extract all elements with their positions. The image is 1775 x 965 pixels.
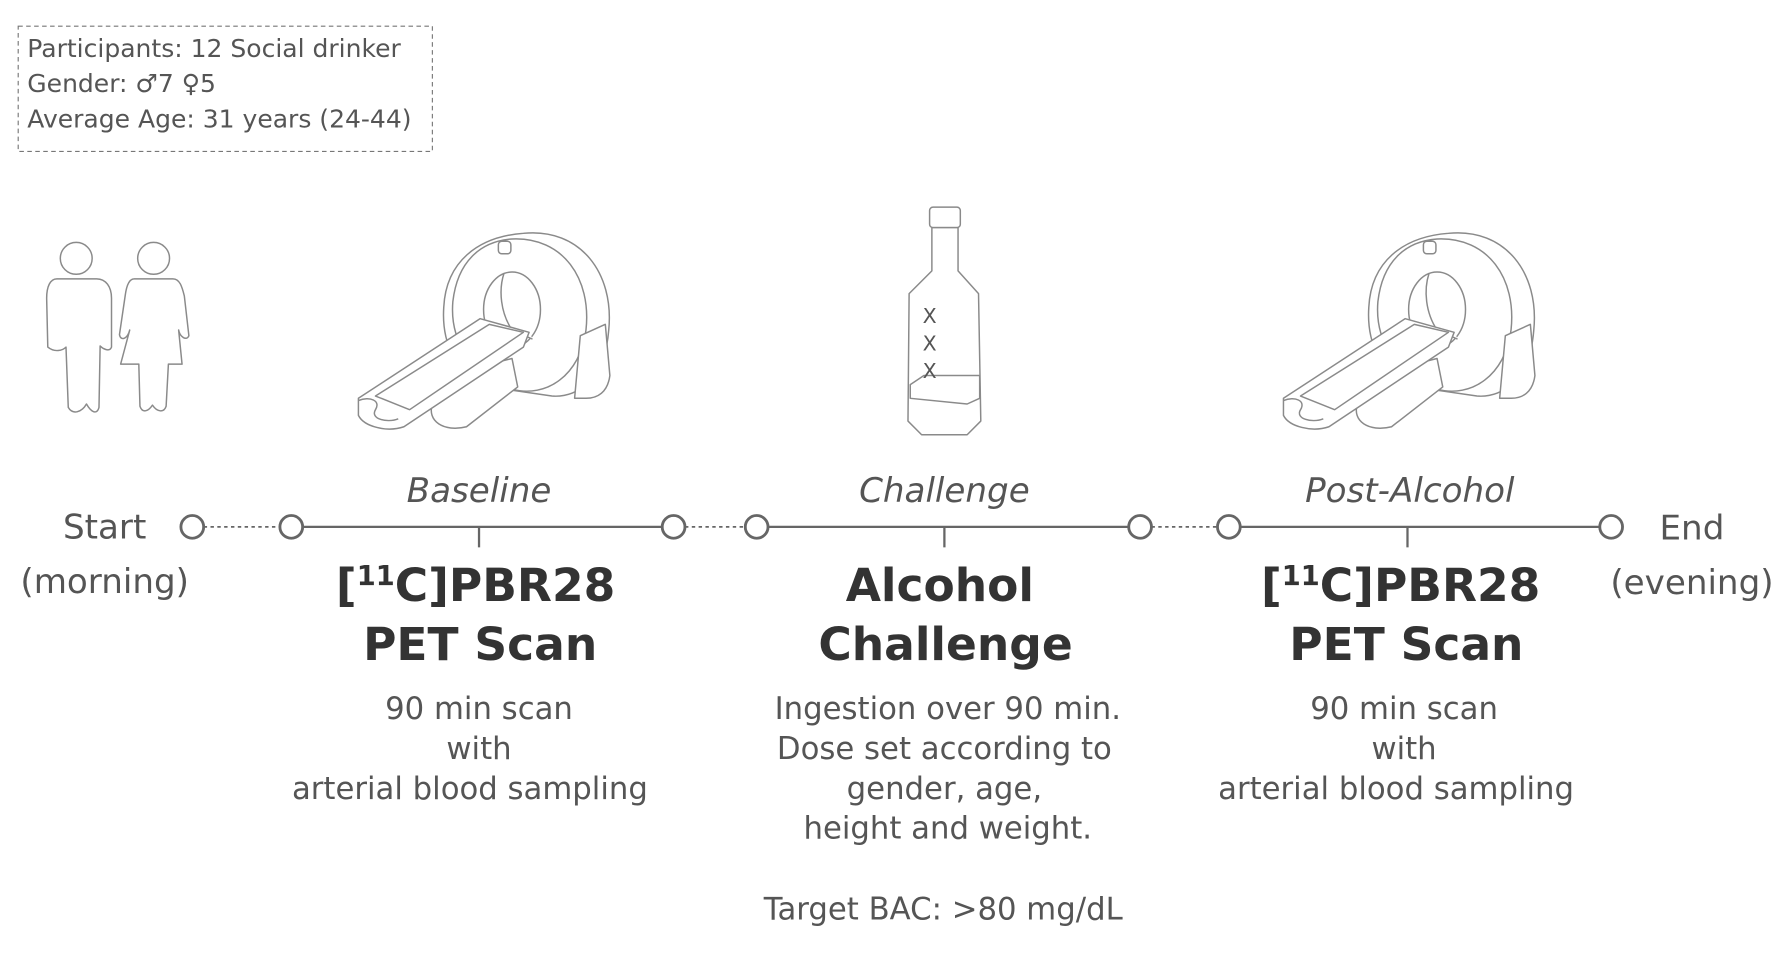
stage-desc: Ingestion over 90 min. bbox=[775, 691, 1121, 727]
end-label: End bbox=[1660, 508, 1725, 548]
stage-desc: 90 min scan bbox=[1310, 691, 1498, 727]
stage-desc: with bbox=[446, 731, 511, 767]
pet-scanner-icon-baseline bbox=[357, 232, 611, 430]
phase-label: Baseline bbox=[407, 471, 552, 511]
participants-icon bbox=[45, 241, 190, 413]
stage-desc: gender, age, bbox=[847, 771, 1042, 807]
bottle-mark: X bbox=[923, 359, 937, 383]
stage-desc: 90 min scan bbox=[385, 691, 573, 727]
stage-title: Alcohol bbox=[846, 559, 1034, 612]
stage-challenge: Challenge Alcohol Challenge Ingestion ov… bbox=[763, 471, 1123, 928]
phase-label: Post-Alcohol bbox=[1305, 471, 1515, 511]
stage-desc: with bbox=[1371, 731, 1436, 767]
stage-title-line2: PET Scan bbox=[363, 618, 597, 671]
timeline-node bbox=[1216, 514, 1242, 540]
timeline-node bbox=[278, 514, 305, 540]
stage-desc: Dose set according to bbox=[777, 731, 1112, 767]
participant-info-box: Participants: 12 Social drinker Gender: … bbox=[17, 25, 433, 152]
stage-title: [11C]PBR28 bbox=[336, 559, 615, 612]
phase-label: Challenge bbox=[859, 471, 1030, 511]
timeline bbox=[179, 514, 1624, 548]
start-sublabel: (morning) bbox=[20, 562, 189, 602]
bottle-mark: X bbox=[923, 304, 937, 328]
pet-scanner-icon-post bbox=[1282, 232, 1536, 430]
stage-title: [11C]PBR28 bbox=[1261, 559, 1540, 612]
timeline-node-end bbox=[1598, 514, 1624, 540]
start-label: Start bbox=[63, 507, 146, 547]
timeline-node-start bbox=[179, 514, 206, 540]
timeline-node bbox=[660, 514, 687, 540]
target-bac: Target BAC: >80 mg/dL bbox=[763, 891, 1123, 927]
participants-text: Participants: 12 Social drinker bbox=[27, 34, 401, 63]
gender-text: Gender: ♂7 ♀5 bbox=[27, 69, 216, 98]
stage-post-alcohol: Post-Alcohol [11C]PBR28 PET Scan 90 min … bbox=[1218, 471, 1574, 807]
stage-title-line2: Challenge bbox=[818, 618, 1072, 671]
timeline-node bbox=[1127, 514, 1153, 540]
stage-desc: arterial blood sampling bbox=[292, 771, 648, 807]
stage-desc: arterial blood sampling bbox=[1218, 771, 1574, 807]
stage-title-line2: PET Scan bbox=[1289, 618, 1523, 671]
bottle-mark: X bbox=[923, 332, 937, 356]
alcohol-bottle-icon: X X X bbox=[907, 206, 982, 436]
stage-baseline: Baseline [11C]PBR28 PET Scan 90 min scan… bbox=[292, 471, 648, 807]
info-box-border bbox=[17, 25, 433, 152]
stage-desc: height and weight. bbox=[804, 811, 1093, 847]
age-text: Average Age: 31 years (24-44) bbox=[27, 105, 411, 134]
end-sublabel: (evening) bbox=[1610, 563, 1773, 603]
timeline-node bbox=[743, 514, 770, 540]
